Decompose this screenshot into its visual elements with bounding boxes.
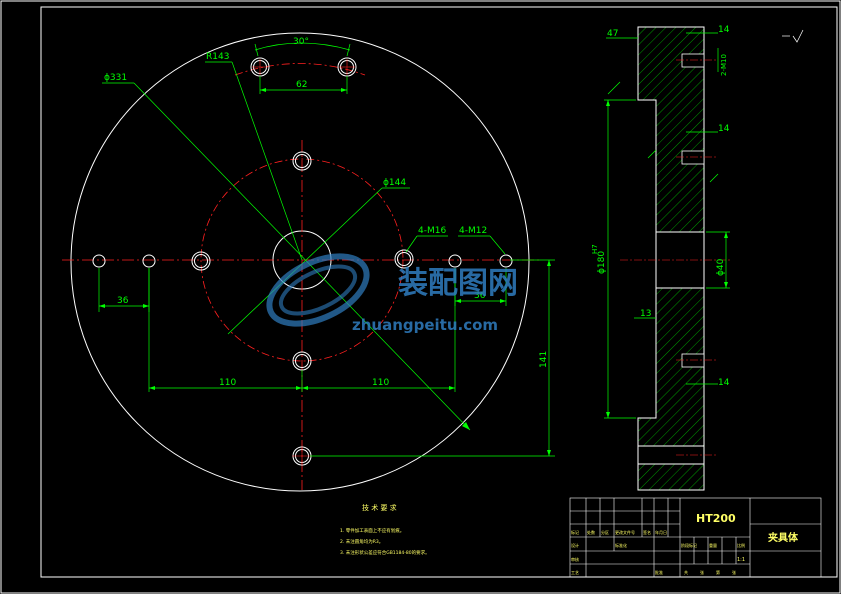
hole-m12-left-inner [142, 254, 156, 268]
title-block-text: HT200 夹具体 1:1 标记 处数 分区 更改文件号 签名 年月日 设计 标… [571, 512, 799, 575]
cell-count: 处数 [587, 529, 595, 535]
cell-weight: 重量 [709, 542, 717, 548]
dim-outer-diameter: ϕ331 [104, 73, 127, 83]
cell-sign: 签名 [643, 529, 651, 535]
cell-date: 年月日 [655, 529, 667, 535]
dim-2m10: 2-M10 [720, 54, 728, 76]
part-name: 夹具体 [768, 531, 799, 544]
tech-req-item-1: 1. 零件加工表面上不应有划痕。 [340, 527, 404, 534]
cell-approve: 批准 [655, 569, 663, 575]
threaded-hole-bot [681, 353, 705, 368]
dim-left-36: 36 [117, 296, 129, 306]
dim-angle: 30° [293, 37, 309, 47]
slot-arc-centerline [234, 63, 366, 76]
hole-m16-bottom-inner [295, 354, 309, 368]
front-view: ϕ331 R143 30° 62 ϕ144 4-M16 4-M12 36 36 … [62, 32, 555, 492]
title-block [569, 497, 822, 578]
hole-m16-top-inner [295, 154, 309, 168]
cell-design: 设计 [571, 542, 579, 548]
dim-13: 13 [640, 309, 651, 319]
scale-value: 1:1 [737, 557, 745, 563]
label-m12: 4-M12 [459, 226, 487, 236]
cell-scale: 比例 [737, 542, 745, 548]
cell-total: 共 [684, 569, 688, 575]
dim-radius: R143 [206, 52, 229, 62]
dim-left-110: 110 [219, 378, 236, 388]
watermark-brand: 装配图网 [398, 266, 518, 301]
threaded-hole-mid [681, 150, 705, 165]
material-label: HT200 [696, 512, 736, 525]
hole-m12-right-inner [448, 254, 462, 268]
hole-m12-right-outer [499, 254, 513, 268]
dim-slot-spacing: 62 [296, 80, 307, 90]
tech-req-item-3: 3. 未注形状公差应符合GB1184-80的要求。 [340, 549, 430, 556]
hole-m16-right [394, 249, 414, 269]
tech-req-title: 技 术 要 求 [362, 503, 397, 512]
dim-14-mid: 14 [718, 124, 730, 134]
dim-47: 47 [607, 29, 618, 39]
threaded-hole-top [681, 53, 705, 68]
cell-sheets: 张 [700, 569, 704, 575]
dim-180: ϕ180 [597, 251, 607, 274]
roughness-symbol [782, 29, 804, 43]
cell-mark: 标记 [571, 529, 579, 535]
side-view: 47 14 2-M10 14 14 ϕ180 H7 ϕ40 13 [591, 25, 730, 491]
outer-disc-circle [70, 32, 530, 492]
dim-bolt-circle: ϕ144 [383, 178, 406, 188]
dim-14-top: 14 [718, 25, 730, 35]
dim-right-36: 36 [474, 291, 486, 301]
cell-zone: 分区 [601, 529, 609, 535]
cell-review: 审核 [571, 556, 579, 562]
tech-req-item-2: 2. 未注圆角均为R3。 [340, 538, 383, 545]
cell-sheet: 张 [732, 569, 736, 575]
dim-180-tol: H7 [591, 244, 599, 254]
dim-14-bot: 14 [718, 378, 730, 388]
label-m16: 4-M16 [418, 226, 446, 236]
hole-m12-left-outer [92, 254, 106, 268]
hole-m16-right-inner [397, 252, 411, 266]
hole-m16-left [191, 251, 211, 271]
watermark-url: zhuangpeitu.com [352, 316, 498, 334]
cell-stage-mark: 阶段标记 [681, 542, 697, 548]
drawing-frame [40, 6, 838, 578]
cell-process: 工艺 [571, 570, 579, 575]
cell-sheet-no: 第 [716, 569, 720, 575]
cell-change-doc: 更改文件号 [615, 529, 635, 535]
hole-m16-left-inner [194, 254, 208, 268]
cell-standard: 标准化 [615, 542, 627, 548]
hole-m16-top [292, 151, 312, 171]
watermark: 装配图网 zhuangpeitu.com [266, 253, 518, 334]
dim-141: 141 [539, 351, 549, 368]
dim-right-110: 110 [372, 378, 389, 388]
technical-requirements: 技 术 要 求 1. 零件加工表面上不应有划痕。 2. 未注圆角均为R3。 3.… [340, 503, 430, 556]
dim-40: ϕ40 [716, 258, 726, 276]
